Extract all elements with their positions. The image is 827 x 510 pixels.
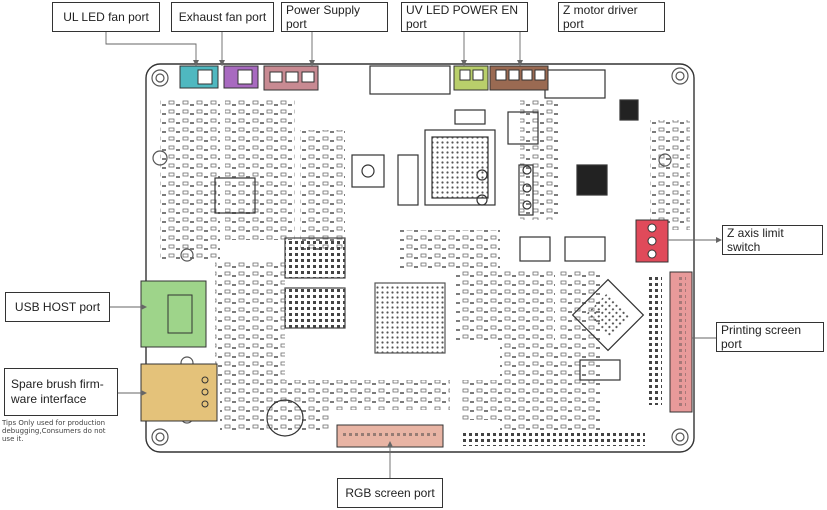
spare-brush-label-line2: ware interface xyxy=(11,392,87,406)
exhaust-fan-label: Exhaust fan port xyxy=(171,2,274,32)
arrow-heads xyxy=(141,60,722,447)
spare-brush-label-line1: Spare brush firm- xyxy=(11,377,104,391)
tips-note: Tips Only used for production debugging,… xyxy=(2,419,132,443)
uv-led-power-en-label: UV LED POWER EN port xyxy=(401,2,528,32)
ul-led-fan-label: UL LED fan port xyxy=(52,2,160,32)
spare-brush-label: Spare brush firm- ware interface xyxy=(4,368,118,416)
power-supply-label: Power Supply port xyxy=(281,2,388,32)
tips-line1: Tips Only used for production xyxy=(2,419,106,427)
tips-line2: debugging,Consumers do not xyxy=(2,427,106,435)
printing-screen-label: Printing screen port xyxy=(716,322,824,352)
usb-host-connector xyxy=(140,280,207,348)
z-motor-driver-label: Z motor driver port xyxy=(558,2,665,32)
z-axis-limit-label: Z axis limit switch xyxy=(722,225,823,255)
rgb-screen-label: RGB screen port xyxy=(337,478,443,508)
spare-brush-connector xyxy=(140,363,218,422)
smd-components xyxy=(160,100,690,430)
usb-host-label: USB HOST port xyxy=(5,292,110,322)
tips-line3: use it. xyxy=(2,435,24,443)
